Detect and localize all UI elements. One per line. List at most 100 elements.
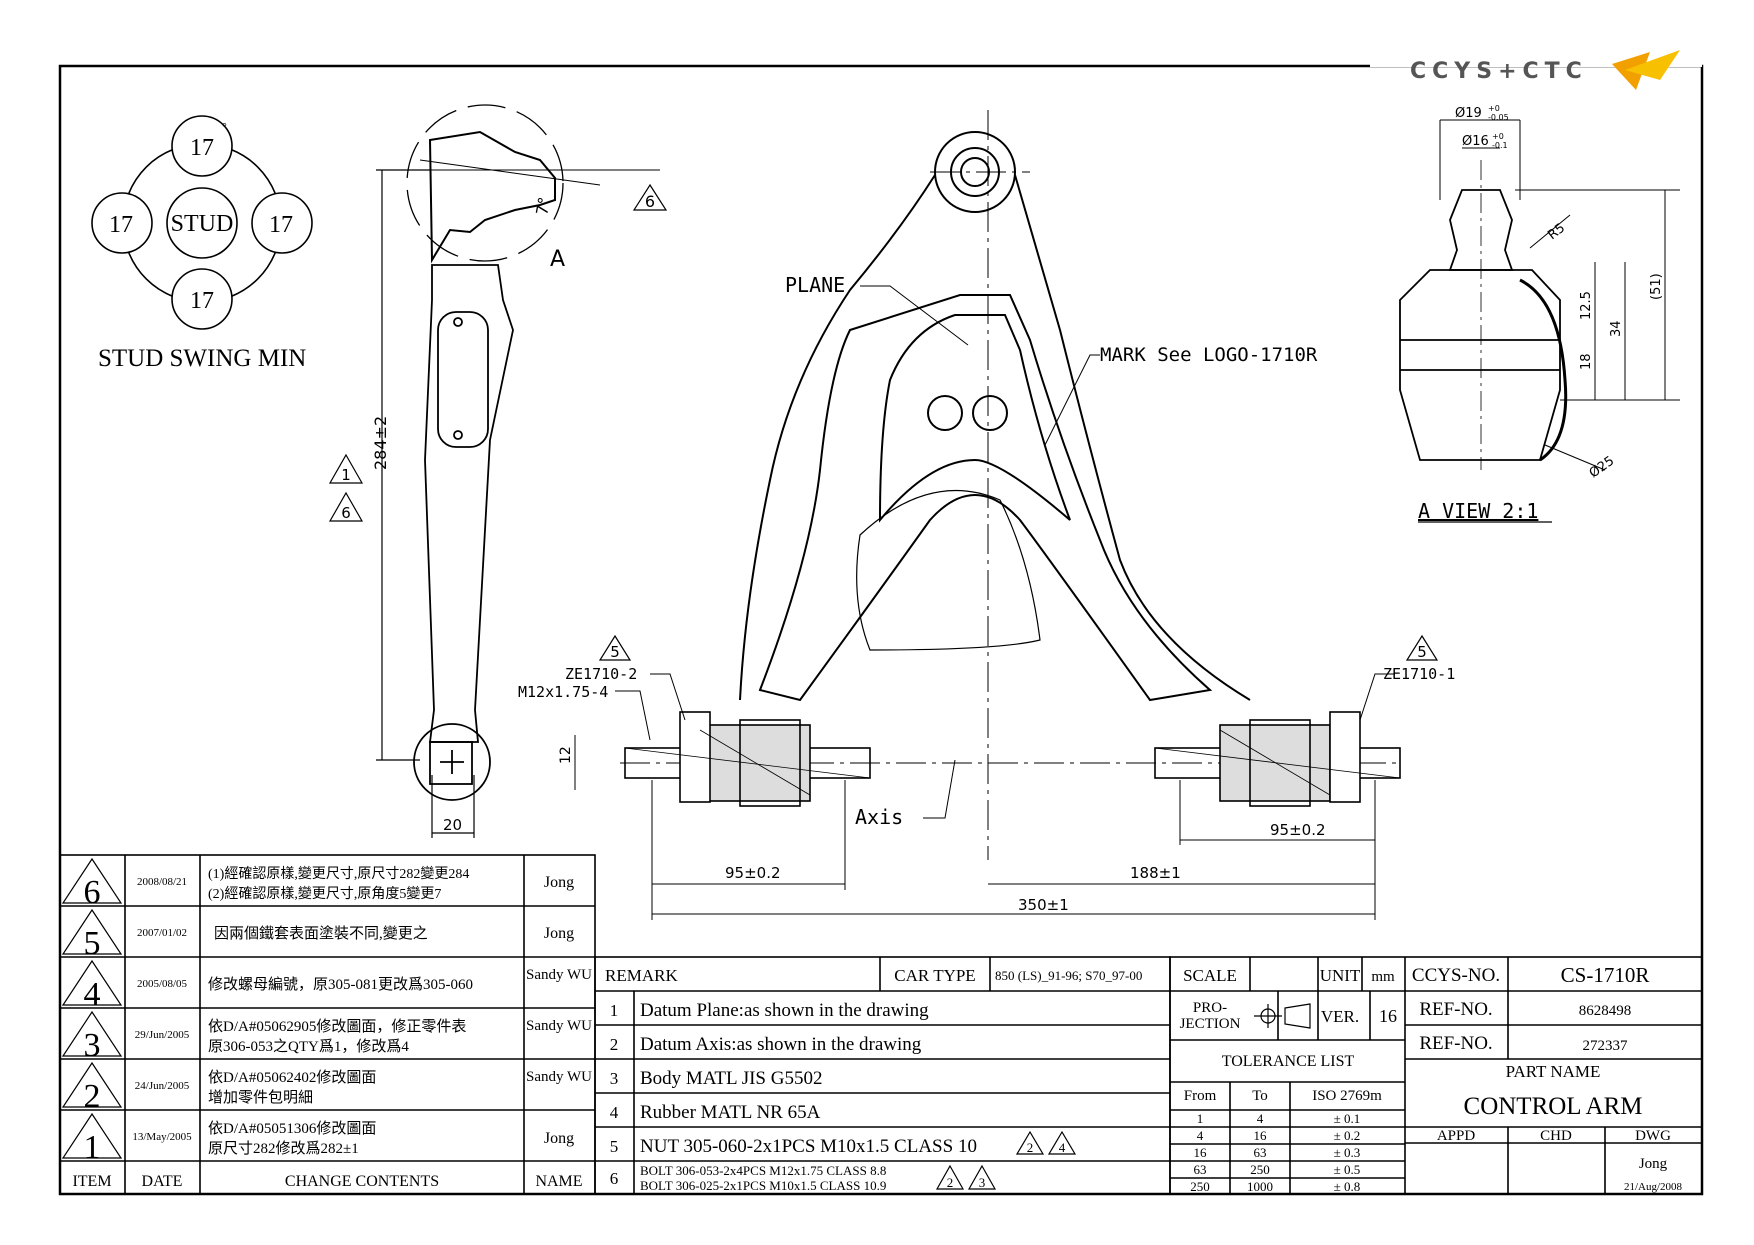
side-view xyxy=(406,104,660,801)
tolerance-title: TOLERANCE LIST xyxy=(1222,1053,1355,1070)
tol-cell: 250 xyxy=(1250,1162,1270,1177)
tag: 4 xyxy=(1059,1140,1066,1155)
drawn-by: Jong xyxy=(1639,1156,1668,1172)
a-view-dims xyxy=(1439,119,1680,471)
tol-cell: 4 xyxy=(1197,1128,1204,1143)
dim-center: 188±1 xyxy=(1130,864,1181,882)
ver-label: VER. xyxy=(1321,1007,1359,1026)
rev-item: 4 xyxy=(84,976,101,1013)
rev-date: 2007/01/02 xyxy=(137,927,187,939)
leaders xyxy=(615,285,1395,819)
dimension-lines xyxy=(574,735,1376,920)
dim-34: 34 xyxy=(1609,320,1624,337)
rev-item: 6 xyxy=(84,874,101,911)
stud-swing-caption: STUD SWING MIN xyxy=(98,345,306,372)
rev-name: Sandy WU xyxy=(526,1069,592,1085)
rev-date: 13/May/2005 xyxy=(132,1131,192,1143)
rev-line1: 修改螺母編號，原305-081更改爲305-060 xyxy=(208,976,473,993)
remark-text: Datum Axis:as shown in the drawing xyxy=(640,1034,922,1055)
header-name: NAME xyxy=(535,1173,582,1190)
rev-item: 5 xyxy=(84,925,101,962)
dwg-label: DWG xyxy=(1635,1128,1671,1144)
rev-name: Jong xyxy=(544,1130,574,1147)
remark-no: 1 xyxy=(610,1001,619,1020)
car-type-label: CAR TYPE xyxy=(894,966,975,985)
tol-cell: ± 0.1 xyxy=(1334,1111,1361,1126)
bushing-left xyxy=(624,711,871,807)
rev-date: 2005/08/05 xyxy=(137,978,188,990)
tol-cell: 16 xyxy=(1254,1128,1268,1143)
logo-text: CCYS+CTC xyxy=(1410,59,1588,84)
side-dims xyxy=(328,169,668,838)
drawing-date: 21/Aug/2008 xyxy=(1624,1181,1683,1193)
ccys-no-label: CCYS-NO. xyxy=(1412,965,1500,986)
d19-tol-lower: -0.05 xyxy=(1488,113,1509,122)
swing-right: 17 xyxy=(269,212,293,238)
rev-tag-6: 6 xyxy=(341,504,351,522)
stud-swing-diagram xyxy=(91,115,313,330)
remark-header: REMARK xyxy=(605,966,678,985)
swing-bottom: 17 xyxy=(190,288,214,314)
tol-cell: ± 0.5 xyxy=(1334,1162,1361,1177)
tol-cell: 4 xyxy=(1257,1111,1264,1126)
rev-line2: 原306-053之QTY爲1，修改爲4 xyxy=(208,1038,409,1055)
rev-line1: (1)經確認原樣,變更尺寸,原尺寸282變更284 xyxy=(208,865,469,882)
remark-text: Rubber MATL NR 65A xyxy=(640,1102,821,1123)
rev-item: 2 xyxy=(84,1078,101,1115)
dim-51: (51) xyxy=(1649,273,1664,300)
rev-line1: 因兩個鐵套表面塗裝不同,變更之 xyxy=(214,924,428,942)
rev-name: Jong xyxy=(544,925,574,942)
ref-no-1: 8628498 xyxy=(1579,1003,1632,1019)
left-part-no: ZE1710-2 xyxy=(565,665,637,683)
tol-header: From xyxy=(1184,1088,1217,1104)
tag: 2 xyxy=(1027,1140,1034,1155)
a-view-caption: A VIEW 2:1 xyxy=(1418,499,1538,523)
header-item: ITEM xyxy=(72,1173,111,1190)
swing-top: 17 xyxy=(190,135,214,161)
title-block xyxy=(1169,956,1703,1195)
tol-header: ISO 2769m xyxy=(1312,1088,1382,1104)
ref-no-2: 272337 xyxy=(1583,1038,1629,1054)
remark-text: NUT 305-060-2x1PCS M10x1.5 CLASS 10 xyxy=(640,1136,977,1157)
remark-text: Datum Plane:as shown in the drawing xyxy=(640,1000,929,1021)
dim-18: 18 xyxy=(1579,353,1594,370)
projection-label: PRO-JECTION xyxy=(1180,1000,1241,1032)
d16-dim: Ø16 xyxy=(1462,134,1489,149)
remark-no: 4 xyxy=(610,1103,619,1122)
dim-12-5: 12.5 xyxy=(1579,291,1594,320)
d19-tol-upper: +0 xyxy=(1488,104,1500,113)
dim-left: 95±0.2 xyxy=(725,864,781,882)
rev-name: Sandy WU xyxy=(526,967,592,983)
swing-left: 17 xyxy=(109,212,133,238)
detail-a-label: A xyxy=(550,247,565,272)
part-name: CONTROL ARM xyxy=(1464,1093,1643,1120)
tol-header: To xyxy=(1252,1088,1268,1104)
rev-line2: (2)經確認原樣,變更尺寸,原角度5變更7 xyxy=(208,885,441,902)
tag-right: 5 xyxy=(1417,643,1427,661)
projection-symbol-icon xyxy=(1254,1003,1311,1029)
mark-label: MARK See LOGO-1710R xyxy=(1100,344,1318,366)
dim-total: 350±1 xyxy=(1018,896,1069,914)
appd-label: APPD xyxy=(1437,1128,1476,1144)
axis-label: Axis xyxy=(855,805,903,829)
ref-no-label: REF-NO. xyxy=(1419,999,1492,1020)
d19-dim: Ø19 xyxy=(1455,106,1482,121)
remark-text: BOLT 306-053-2x4PCS M12x1.75 CLASS 8.8 xyxy=(640,1163,886,1178)
rev-date: 29/Jun/2005 xyxy=(135,1029,190,1041)
tol-cell: ± 0.2 xyxy=(1334,1128,1361,1143)
tol-cell: 1 xyxy=(1197,1111,1204,1126)
rev-item: 3 xyxy=(84,1027,101,1064)
ccys-no-value: CS-1710R xyxy=(1561,963,1650,987)
rev-line1: 依D/A#05062402修改圖面 xyxy=(208,1069,376,1086)
tol-cell: 63 xyxy=(1194,1162,1207,1177)
tag: 2 xyxy=(947,1175,954,1190)
tol-cell: 16 xyxy=(1194,1145,1208,1160)
remark-no: 5 xyxy=(610,1137,619,1156)
plane-label: PLANE xyxy=(785,273,845,297)
rev-line2: 增加零件包明細 xyxy=(208,1089,313,1106)
d16-tol-lower: -0.1 xyxy=(1492,141,1508,150)
remark-text-2: BOLT 306-025-2x1PCS M10x1.5 CLASS 10.9 xyxy=(640,1178,886,1193)
length-dim: 284±2 xyxy=(371,416,390,470)
remark-tags xyxy=(935,1130,1077,1190)
